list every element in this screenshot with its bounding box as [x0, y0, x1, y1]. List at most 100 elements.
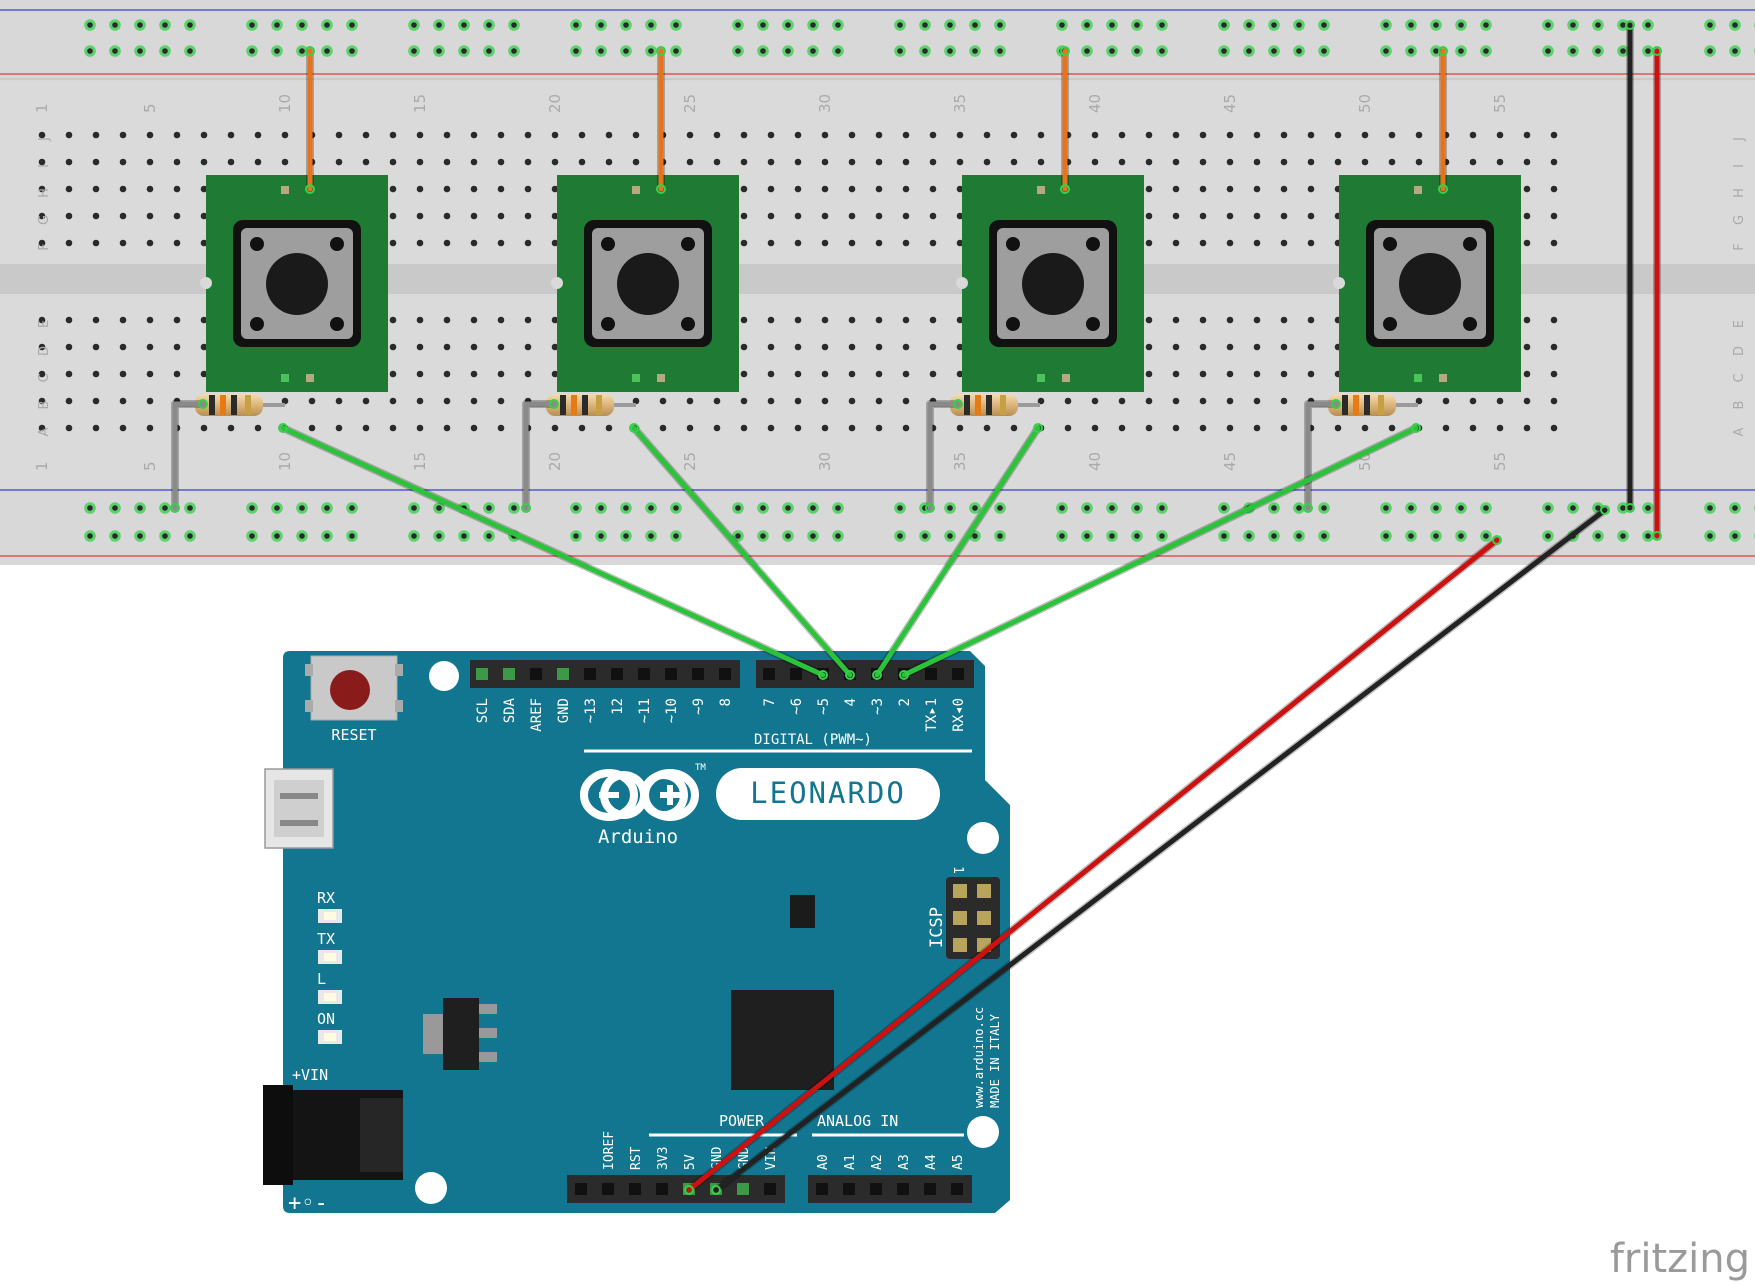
rail-hole[interactable] [137, 48, 143, 54]
breadboard-hole[interactable] [38, 424, 46, 432]
rail-hole[interactable] [249, 533, 255, 539]
breadboard-hole[interactable] [875, 185, 883, 193]
breadboard-hole[interactable] [794, 131, 802, 139]
breadboard-hole[interactable] [1496, 158, 1504, 166]
breadboard-hole[interactable] [821, 424, 829, 432]
breadboard-hole[interactable] [902, 212, 910, 220]
breadboard-hole[interactable] [200, 370, 208, 378]
breadboard-hole[interactable] [632, 397, 640, 405]
breadboard-hole[interactable] [875, 424, 883, 432]
rail-hole[interactable] [349, 22, 355, 28]
breadboard-hole[interactable] [416, 343, 424, 351]
rail-hole[interactable] [1570, 48, 1576, 54]
rail-hole[interactable] [623, 505, 629, 511]
breadboard-hole[interactable] [470, 397, 478, 405]
breadboard-hole[interactable] [1280, 397, 1288, 405]
breadboard-hole[interactable] [470, 424, 478, 432]
dc-power-jack[interactable] [263, 1085, 403, 1185]
rail-hole[interactable] [112, 22, 118, 28]
rail-hole[interactable] [1321, 22, 1327, 28]
breadboard-hole[interactable] [551, 131, 559, 139]
breadboard-hole[interactable] [740, 212, 748, 220]
breadboard-hole[interactable] [65, 343, 73, 351]
breadboard-hole[interactable] [794, 397, 802, 405]
breadboard-hole[interactable] [740, 370, 748, 378]
breadboard-hole[interactable] [956, 185, 964, 193]
breadboard-hole[interactable] [416, 239, 424, 247]
black-gnd-wire[interactable] [711, 505, 1610, 1195]
breadboard-hole[interactable] [443, 158, 451, 166]
rail-hole[interactable] [785, 22, 791, 28]
gray-wire[interactable] [925, 399, 963, 513]
breadboard-hole[interactable] [200, 131, 208, 139]
breadboard-hole[interactable] [821, 316, 829, 324]
breadboard-hole[interactable] [902, 131, 910, 139]
breadboard-hole[interactable] [578, 424, 586, 432]
header-pin[interactable] [924, 1183, 936, 1195]
breadboard-hole[interactable] [740, 424, 748, 432]
breadboard-hole[interactable] [740, 185, 748, 193]
rail-hole[interactable] [461, 48, 467, 54]
breadboard-hole[interactable] [1307, 316, 1315, 324]
breadboard-hole[interactable] [227, 158, 235, 166]
rail-hole[interactable] [1246, 533, 1252, 539]
breadboard-hole[interactable] [1307, 158, 1315, 166]
rail-hole[interactable] [972, 533, 978, 539]
rail-hole[interactable] [1296, 533, 1302, 539]
header-pin[interactable] [952, 668, 964, 680]
breadboard-hole[interactable] [821, 185, 829, 193]
breadboard-hole[interactable] [146, 343, 154, 351]
breadboard-hole[interactable] [848, 343, 856, 351]
rail-hole[interactable] [274, 533, 280, 539]
icsp-pin[interactable] [953, 884, 967, 898]
breadboard-hole[interactable] [1388, 158, 1396, 166]
breadboard-hole[interactable] [1226, 185, 1234, 193]
header-pin[interactable] [557, 668, 569, 680]
breadboard-hole[interactable] [794, 370, 802, 378]
breadboard-hole[interactable] [281, 158, 289, 166]
green-wire-pin3[interactable] [872, 423, 1043, 680]
breadboard-hole[interactable] [119, 316, 127, 324]
rail-hole[interactable] [1620, 48, 1626, 54]
breadboard-hole[interactable] [1172, 239, 1180, 247]
breadboard-hole[interactable] [497, 185, 505, 193]
breadboard-hole[interactable] [605, 424, 613, 432]
rail-hole[interactable] [411, 22, 417, 28]
breadboard-hole[interactable] [254, 158, 262, 166]
breadboard-hole[interactable] [929, 316, 937, 324]
breadboard-hole[interactable] [1280, 158, 1288, 166]
breadboard-hole[interactable] [200, 343, 208, 351]
orange-wire[interactable] [1438, 46, 1448, 194]
breadboard-hole[interactable] [1118, 158, 1126, 166]
header-pin[interactable] [629, 1183, 641, 1195]
breadboard-hole[interactable] [92, 316, 100, 324]
breadboard-hole[interactable] [1199, 212, 1207, 220]
rail-hole[interactable] [436, 48, 442, 54]
rail-hole[interactable] [1545, 48, 1551, 54]
breadboard-hole[interactable] [1064, 424, 1072, 432]
breadboard-hole[interactable] [308, 424, 316, 432]
rail-hole[interactable] [112, 533, 118, 539]
header-pin[interactable] [602, 1183, 614, 1195]
rail-hole[interactable] [1134, 22, 1140, 28]
breadboard-hole[interactable] [1550, 370, 1558, 378]
breadboard-hole[interactable] [416, 316, 424, 324]
rail-hole[interactable] [1570, 22, 1576, 28]
breadboard-hole[interactable] [38, 316, 46, 324]
rail-hole[interactable] [810, 533, 816, 539]
green-wire-pin2[interactable] [899, 423, 1421, 680]
rail-hole[interactable] [1458, 22, 1464, 28]
rail-hole[interactable] [972, 48, 978, 54]
breadboard-hole[interactable] [524, 239, 532, 247]
breadboard-hole[interactable] [443, 185, 451, 193]
breadboard-hole[interactable] [443, 397, 451, 405]
rail-hole[interactable] [598, 22, 604, 28]
rail-hole[interactable] [673, 505, 679, 511]
breadboard-hole[interactable] [1226, 343, 1234, 351]
breadboard-hole[interactable] [524, 343, 532, 351]
rail-hole[interactable] [1159, 48, 1165, 54]
breadboard-hole[interactable] [848, 131, 856, 139]
breadboard-hole[interactable] [65, 397, 73, 405]
breadboard-hole[interactable] [902, 397, 910, 405]
breadboard-hole[interactable] [767, 131, 775, 139]
